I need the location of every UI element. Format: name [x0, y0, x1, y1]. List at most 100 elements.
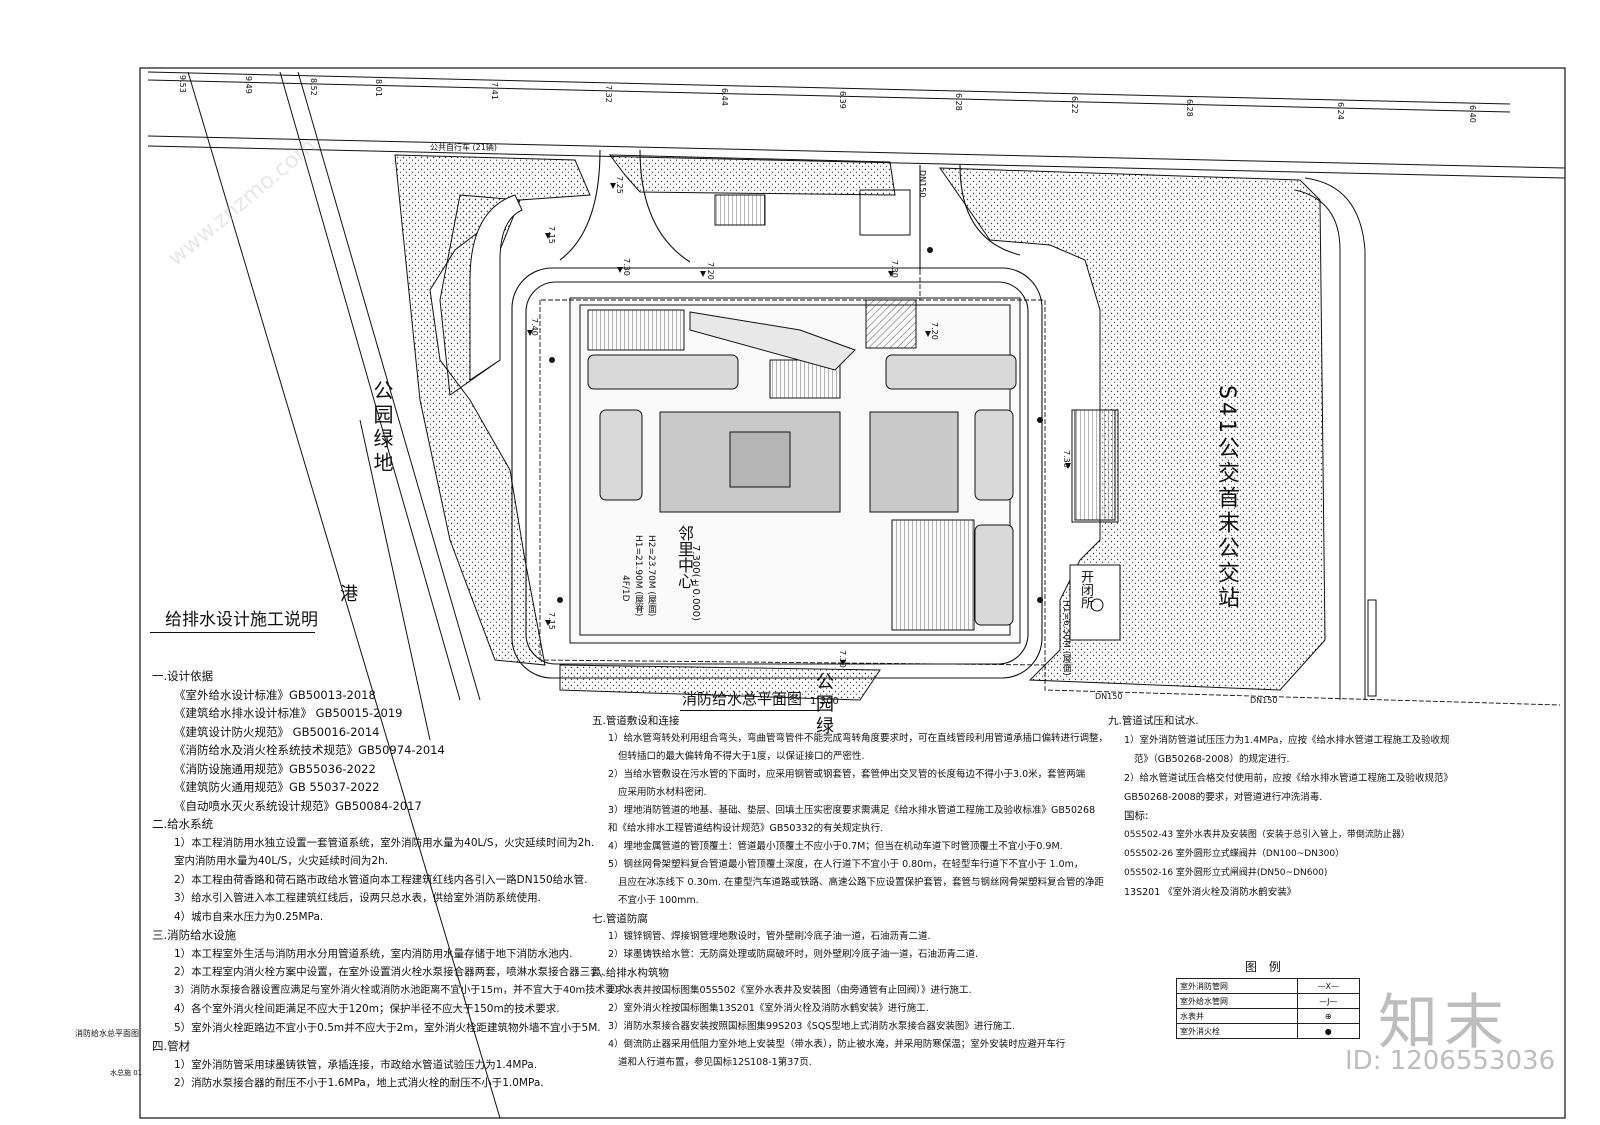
note-line: 《消防设施通用规范》GB55036-2022 [174, 761, 376, 776]
road-tick: 7.41 [490, 82, 499, 100]
note-line: 2）给水管道试压合格交付使用前，应按《给水排水管道工程施工及验收规范》 [1124, 773, 1454, 784]
notes-heading-underline [150, 632, 315, 633]
road-tick: 6.44 [720, 88, 729, 106]
note-line: 九.管道试压和试水. [1108, 715, 1199, 727]
note-line: 1）本工程消防用水独立设置一套管道系统，室外消防用水量为40L/S，火灾延续时间… [174, 836, 595, 849]
top-road [147, 71, 1566, 179]
note-line: 05S502-26 室外圆形立式蝶阀井（DN100~DN300） [1124, 849, 1345, 859]
note-line: 1）本工程室外生活与消防用水分用管道系统，室内消防用水量存储于地下消防水池内. [174, 947, 573, 960]
notes-col1: 一.设计依据 《室外给水设计标准》GB50013-2018 《建筑给水排水设计标… [152, 667, 629, 1093]
park-green-left-label: 公园绿地 [370, 380, 394, 476]
watermark-logo: 知末 [1378, 988, 1510, 1058]
legend-symbol: —J— [1296, 993, 1361, 1009]
legend-symbol: —X— [1296, 978, 1361, 994]
center-h1: H1=21.90M (屋脊) [633, 535, 643, 617]
elev-label: 7.20 [930, 322, 939, 340]
bus-station-label: S41公交首末公交站 [1214, 385, 1239, 611]
note-line: 3）埋地消防管道的地基、基础、垫层、回填土压实密度要求需满足《给水排水管道工程施… [608, 805, 1096, 816]
road-tick: 9.49 [244, 76, 253, 94]
note-line: GB50268-2008的要求，对管道进行冲洗消毒. [1124, 792, 1323, 803]
elev-label: 7.15 [547, 226, 556, 244]
legend-title: 图 例 [1245, 960, 1285, 974]
note-line: 1）室外消防管采用球墨铸铁管，承插连接，市政给水管道试验压力为1.4MPa. [174, 1058, 538, 1071]
road-tick: 8.01 [374, 79, 383, 97]
notes-col3: 九.管道试压和试水. 1）室外消防管道试压压力为1.4MPa，应按《给水排水管道… [1108, 712, 1454, 902]
pipe-label: DN150 [1095, 692, 1123, 701]
bike-parking-label: 公共自行车 (21辆) [430, 143, 497, 152]
note-line: 《室外给水设计标准》GB50013-2018 [174, 687, 376, 702]
note-line: 3）消防水泵接合器安装按照国标图集99S203《SQS型地上式消防水泵接合器安装… [608, 1021, 1015, 1032]
note-line: 《消防给水及消火栓系统技术规范》GB50974-2014 [174, 743, 445, 757]
elev-label: 7.25 [615, 176, 624, 194]
pipe-label: DN150 [918, 170, 927, 198]
road-tick: 6.24 [1336, 102, 1345, 120]
road-tick: 6.40 [1468, 105, 1477, 123]
note-line: 室内消防用水量为40L/S，火灾延续时间为2h. [174, 855, 389, 867]
note-line: 05S502-16 室外圆形立式闸阀井(DN50~DN600) [1124, 868, 1328, 878]
elev-label: 7.40 [530, 318, 539, 336]
note-line: 2）本工程由荷香路和荷石路市政给水管道向本工程建筑红线内各引入一路DN150给水… [174, 873, 588, 886]
park-green-bottom-label: 公园绿 [813, 672, 834, 738]
note-line: 五.管道敷设和连接 [592, 715, 680, 727]
note-line: 2）消防水泵接合器的耐压不小于1.6MPa，地上式消火栓的耐压不小于1.0MPa… [174, 1077, 544, 1089]
left-code: 水总施 01 [110, 1069, 143, 1077]
note-line: 《建筑防火通用规范》GB 55037-2022 [174, 780, 380, 794]
note-line: 1）水表井按国标图集05S502《室外水表井及安装图（由旁通管有止回阀）》进行施… [608, 985, 972, 996]
road-tick: 7.32 [604, 85, 613, 103]
elev-label: 7.20 [706, 262, 715, 280]
note-line: 一.设计依据 [152, 669, 214, 683]
harbor-label: 港 [340, 584, 358, 605]
note-line: 4）倒流防止器采用低阻力室外地上安装型（带水表），防止被水淹，并采用防寒保温；室… [608, 1039, 1066, 1050]
center-floors: 4F/1D [620, 575, 630, 602]
legend-symbol: ⊕ [1296, 1008, 1361, 1024]
note-line: 七.管道防腐 [592, 913, 648, 925]
legend-table: 室外消防管网—X— 室外给水管网—J— 水表井⊕ 室外消火栓● [1176, 978, 1361, 1039]
entrance-structures [714, 189, 1121, 641]
switch-station-label: 开闭所 [1078, 570, 1093, 609]
center-height: H2=23.70M (屋面) [646, 535, 656, 617]
road-tick: 6.28 [1185, 99, 1194, 117]
note-line: 05S502-43 室外水表井及安装图（安装于总引入管上，带倒流防止器） [1124, 830, 1410, 840]
note-line: 2）室外消火栓按国标图集13S201《室外消火栓及消防水鹤安装》进行施工. [608, 1003, 929, 1014]
note-line: 《建筑设计防火规范》 GB50016-2014 [174, 724, 380, 739]
left-roads [187, 71, 501, 1119]
note-line: 2）当给水管敷设在污水管的下面时，应采用钢管或钢套管，套管伸出交叉管的长度每边不… [608, 769, 1086, 780]
note-line: 1）镀锌钢管、焊接钢管埋地敷设时，管外壁刷冷底子油一道，石油沥青二道. [608, 931, 931, 942]
elev-label: 7.15 [547, 612, 556, 630]
note-line: 但转插口的最大偏转角不得大于1度，以保证接口的严密性. [618, 751, 865, 762]
note-line: 13S201 《室外消火栓及消防水鹤安装》 [1124, 887, 1297, 898]
legend-name: 室外消防管网 [1176, 978, 1298, 994]
left-caption: 消防给水总平面图 [75, 1029, 139, 1038]
note-line: 道和人行道布置，参见国标12S108-1第37页. [618, 1057, 812, 1068]
note-line: 《建筑给水排水设计标准》 GB50015-2019 [174, 706, 403, 720]
hydrant-markers [549, 247, 1043, 603]
elevation-marks [527, 183, 1071, 666]
pipe-label: DN150 [1250, 696, 1278, 705]
notes-col2: 五.管道敷设和连接 1）给水管弯转处利用组合弯头，弯曲管弯管件不能完成弯转角度要… [592, 712, 1108, 1072]
note-line: 1）室外消防管道试压压力为1.4MPa，应按《给水排水管道工程施工及验收规 [1124, 735, 1450, 746]
drawing-frame [139, 67, 1566, 1119]
internal-roads [511, 149, 1043, 679]
elev-label: 7.30 [838, 650, 847, 668]
note-line: 2）本工程室内消火栓方案中设置，在室外设置消火栓水泵接合器两套，喷淋水泵接合器三… [174, 966, 605, 978]
note-line: 二.给水系统 [152, 817, 214, 831]
notes-heading: 给排水设计施工说明 [165, 610, 318, 630]
note-line: 5）钢丝网骨架塑料复合管道最小管顶覆土深度，在人行道下不宜小于 0.80m，在轻… [608, 859, 1084, 870]
center-elevation: 7.300(±0.000) [690, 545, 701, 622]
legend-name: 室外消火栓 [1176, 1023, 1298, 1039]
legend-symbol: ● [1296, 1023, 1361, 1039]
note-line: 5）室外消火栓距路边不宜小于0.5m并不应大于2m，室外消火栓距建筑物外墙不宜小… [174, 1021, 601, 1034]
legend-name: 室外给水管网 [1176, 993, 1298, 1009]
elev-label: 7.30 [1062, 450, 1071, 468]
note-line: 和《给水排水工程管道结构设计规范》GB50332的有关规定执行. [608, 823, 884, 834]
note-line: 范》（GB50268-2008）的规定进行. [1134, 754, 1290, 765]
plan-title-underline [680, 710, 820, 711]
road-tick: 6.39 [838, 91, 847, 109]
note-line: 4）各个室外消火栓间距满足不应大于120m；保护半径不应大于150m的技术要求. [174, 1003, 560, 1015]
note-line: 3）消防水泵接合器设置应满足与室外消火栓或消防水池距离不宜小于15m，并不宜大于… [174, 984, 629, 996]
note-line: 4）埋地金属管道的管顶覆土：管道最小顶覆土不应小于0.7M；但当在机动车道下时管… [608, 841, 1063, 852]
watermark-id: ID: 1206553036 [1345, 1046, 1556, 1076]
elev-label: 7.30 [890, 260, 899, 278]
